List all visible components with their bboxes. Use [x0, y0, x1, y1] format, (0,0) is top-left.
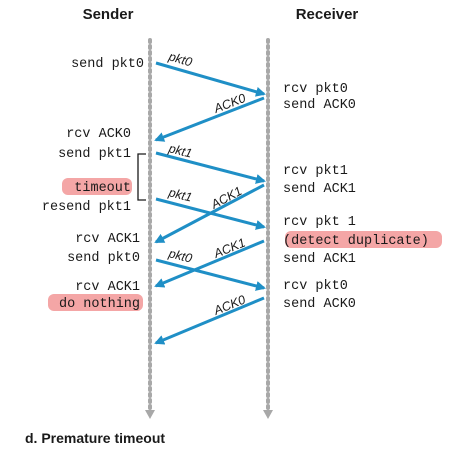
arrow-label: pkt1 — [166, 141, 193, 161]
timeout-highlight — [62, 178, 132, 195]
figure-caption: d. Premature timeout — [25, 430, 165, 446]
sender-event: send pkt0 — [71, 57, 144, 72]
receiver-timeline-arrowhead — [263, 410, 273, 419]
arrow-label: ACK1 — [208, 184, 244, 212]
sender-timeline-arrowhead — [145, 410, 155, 419]
ack1-duplicate-arrow — [154, 239, 265, 288]
sender-event: rcv ACK0 — [66, 127, 131, 142]
sender-event-timeout: timeout — [74, 181, 131, 196]
receiver-event: send ACK0 — [283, 98, 356, 113]
timeout-bracket — [137, 153, 146, 201]
receiver-event: rcv pkt 1 — [283, 215, 356, 230]
receiver-event: send ACK1 — [283, 252, 356, 267]
receiver-event: rcv pkt1 — [283, 164, 348, 179]
sender-header: Sender — [83, 6, 134, 23]
pkt0-arrow — [155, 61, 266, 97]
pkt0-second-arrow — [155, 258, 266, 291]
arrow-label: pkt1 — [166, 185, 193, 205]
receiver-event: send ACK0 — [283, 297, 356, 312]
sender-event: rcv ACK1 — [75, 280, 140, 295]
arrow-label: ACK0 — [211, 293, 247, 319]
ack0-arrow — [154, 96, 265, 142]
ack1-arrow — [154, 183, 265, 244]
receiver-header: Receiver — [296, 6, 359, 23]
arrow-label: ACK1 — [211, 236, 247, 262]
receiver-event: send ACK1 — [283, 182, 356, 197]
receiver-event: rcv pkt0 — [283, 82, 348, 97]
sender-event: send pkt1 — [58, 147, 131, 162]
arrow-label: pkt0 — [166, 49, 194, 69]
sender-event: rcv ACK1 — [75, 232, 140, 247]
sender-event: send pkt0 — [67, 251, 140, 266]
arrow-label: pkt0 — [166, 246, 193, 266]
receiver-event: rcv pkt0 — [283, 279, 348, 294]
pkt1-arrow — [155, 151, 266, 184]
sender-event: resend pkt1 — [42, 200, 131, 215]
receiver-event-detect-duplicate: (detect duplicate) — [283, 234, 429, 249]
sender-event-do-nothing: do nothing — [59, 297, 140, 312]
ack0-second-arrow — [154, 296, 265, 345]
detect-duplicate-highlight — [285, 231, 442, 248]
do-nothing-highlight — [48, 294, 143, 311]
